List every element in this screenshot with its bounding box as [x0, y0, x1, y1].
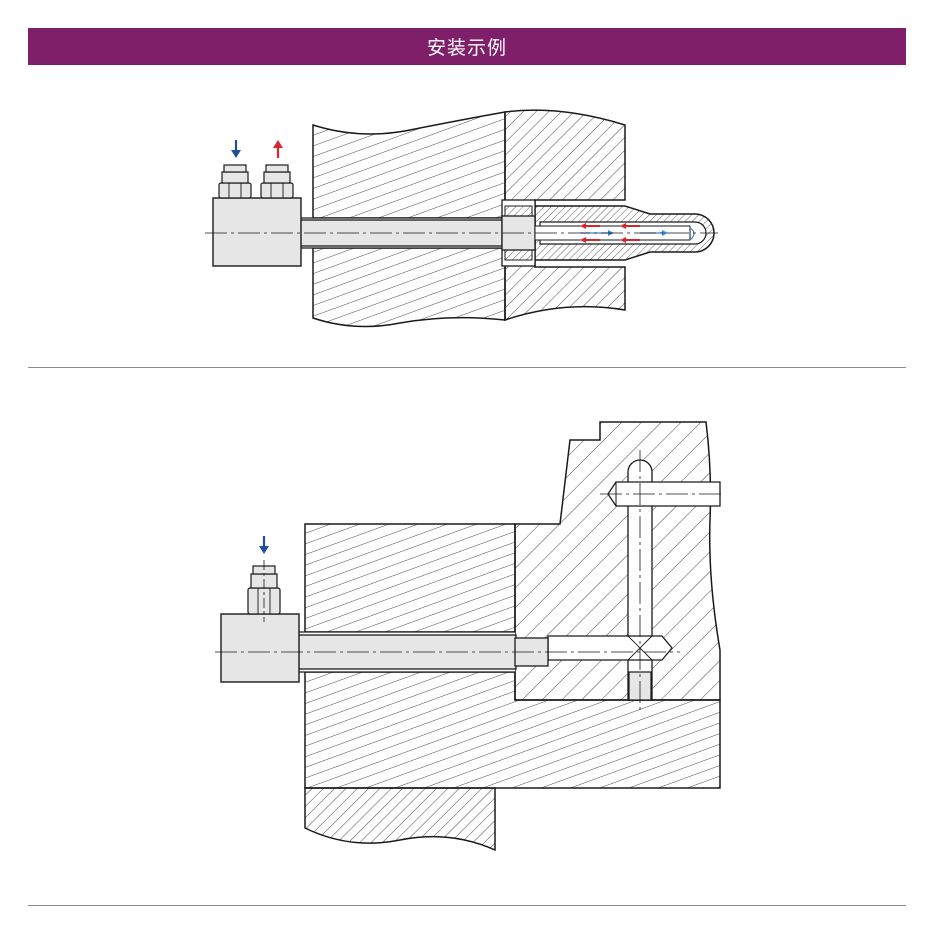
fitting-outlet [260, 164, 294, 199]
core-insert-lower [504, 259, 626, 322]
tube-shaft [299, 219, 503, 247]
mold-plate-upper [312, 111, 506, 219]
manifold-block [220, 613, 300, 683]
cross-bore-drawing [215, 421, 724, 852]
arrow-up-icon [273, 140, 283, 158]
divider-2 [28, 905, 906, 906]
divider-1 [28, 367, 906, 368]
mold-plate-upper [304, 523, 516, 633]
section-title: 安装示例 [426, 37, 507, 59]
arrow-down-icon [231, 140, 241, 158]
fitting-inlet [218, 164, 252, 199]
section-header: 安装示例 [28, 28, 906, 65]
cooling-tube-drawing [205, 109, 718, 328]
installation-figure-cooling-tube [0, 100, 934, 340]
manifold-block [212, 197, 302, 267]
mold-plate-lower [312, 247, 506, 328]
arrow-down-icon [259, 536, 269, 554]
core-insert-upper [504, 109, 626, 207]
base-piece [304, 787, 496, 852]
installation-figure-cross-bore [0, 410, 934, 870]
